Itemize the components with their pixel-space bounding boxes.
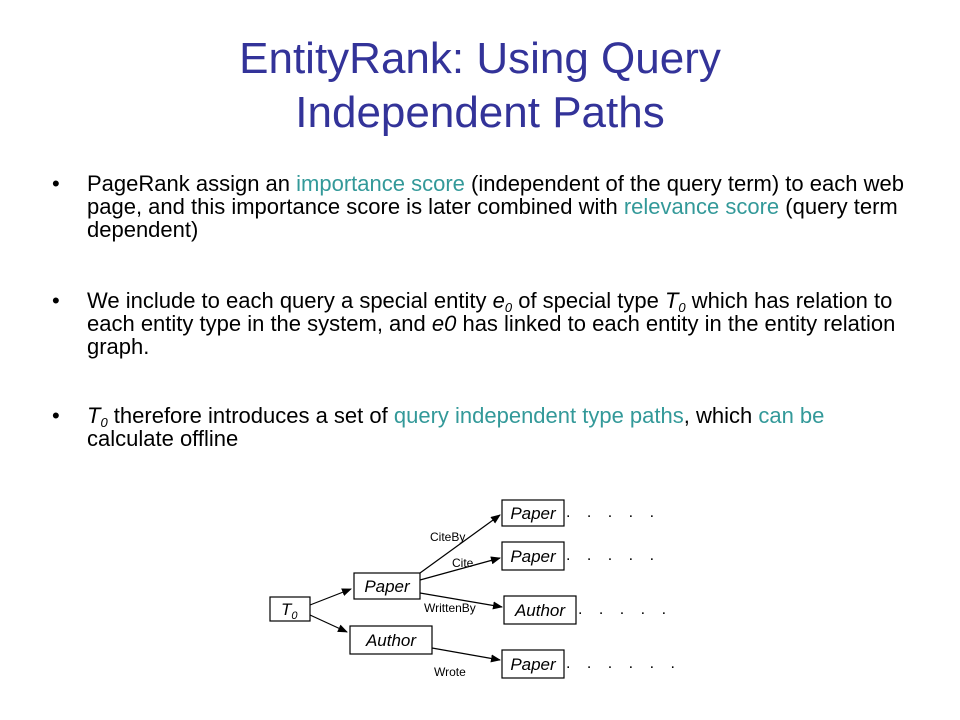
edge-label-cite: Cite bbox=[452, 556, 474, 570]
node-leaf-paper-2: Paper bbox=[501, 541, 565, 571]
continuation-dots-3: . . . . . bbox=[578, 601, 672, 618]
title-line-1: EntityRank: Using Query bbox=[239, 34, 721, 83]
continuation-dots-1: . . . . . bbox=[566, 504, 660, 521]
edge-wrote bbox=[431, 647, 501, 663]
var-t: T bbox=[87, 403, 101, 428]
edge-citeby bbox=[419, 514, 501, 574]
bullet2-text-b: of special type bbox=[512, 288, 665, 313]
bullet-dot: • bbox=[52, 288, 60, 313]
leaf-author-label: Author bbox=[514, 601, 566, 620]
node-leaf-author: Author bbox=[503, 595, 577, 625]
leaf-paper-1-label: Paper bbox=[510, 504, 557, 523]
node-author-label: Author bbox=[365, 631, 417, 650]
node-leaf-paper-1: Paper bbox=[501, 499, 565, 527]
slide-title: EntityRank: Using Query Independent Path… bbox=[80, 32, 880, 140]
sub-t0: 0 bbox=[678, 300, 686, 315]
highlight-importance-score: importance score bbox=[296, 171, 465, 196]
edge-t0-paper bbox=[309, 588, 352, 606]
edge-label-citeby: CiteBy bbox=[430, 530, 465, 544]
sub-e0: 0 bbox=[504, 300, 513, 315]
var-t: T bbox=[664, 288, 679, 313]
var-e: e bbox=[492, 288, 505, 313]
edge-t0-author bbox=[309, 614, 348, 633]
node-leaf-paper-3: Paper bbox=[501, 649, 565, 679]
bullet-type-paths: • T0 therefore introduces a set of query… bbox=[52, 404, 912, 450]
leaf-paper-3-label: Paper bbox=[510, 655, 557, 674]
bullet-list: • PageRank assign an importance score (i… bbox=[52, 172, 912, 450]
bullet2-text-a: We include to each query a special entit… bbox=[87, 288, 493, 313]
highlight-relevance-score: relevance score bbox=[623, 194, 780, 219]
bullet2-text-d: has linked to each entity in the entity … bbox=[87, 311, 896, 359]
title-line-2: Independent Paths bbox=[295, 88, 665, 137]
edge-cite bbox=[419, 556, 501, 581]
node-author: Author bbox=[349, 625, 433, 655]
highlight-can-be: can be bbox=[758, 403, 825, 428]
bullet3-text-c: calculate offline bbox=[87, 426, 239, 451]
highlight-type-paths: query independent type paths bbox=[393, 403, 684, 428]
edge-writtenby bbox=[419, 592, 503, 610]
continuation-dots-2: . . . . . bbox=[566, 547, 660, 564]
bullet-dot: • bbox=[52, 403, 60, 428]
bullet-special-entity: • We include to each query a special ent… bbox=[52, 289, 912, 358]
bullet1-text-b: (independent of the query term) to each … bbox=[87, 171, 904, 219]
bullet3-text-b: , which bbox=[683, 403, 759, 428]
node-t0-label: T0 bbox=[281, 600, 298, 622]
bullet3-text-a: therefore introduces a set of bbox=[107, 403, 394, 428]
var-e0: e0 bbox=[431, 311, 457, 336]
bullet1-text-c: (query term dependent) bbox=[87, 194, 898, 242]
bullet-dot: • bbox=[52, 171, 60, 196]
node-t0: T0 bbox=[269, 596, 311, 622]
continuation-dots-4: . . . . . . bbox=[566, 655, 681, 672]
sub-t0: 0 bbox=[100, 415, 108, 430]
bullet2-text-c: which has relation to each entity type i… bbox=[87, 288, 893, 336]
bullet1-text-a: PageRank assign an bbox=[87, 171, 297, 196]
edge-label-wrote: Wrote bbox=[434, 665, 466, 679]
edge-label-writtenby: WrittenBy bbox=[424, 601, 476, 615]
bullet-pagerank: • PageRank assign an importance score (i… bbox=[52, 172, 912, 241]
node-paper: Paper bbox=[353, 572, 421, 600]
node-paper-label: Paper bbox=[364, 577, 411, 596]
leaf-paper-2-label: Paper bbox=[510, 547, 557, 566]
